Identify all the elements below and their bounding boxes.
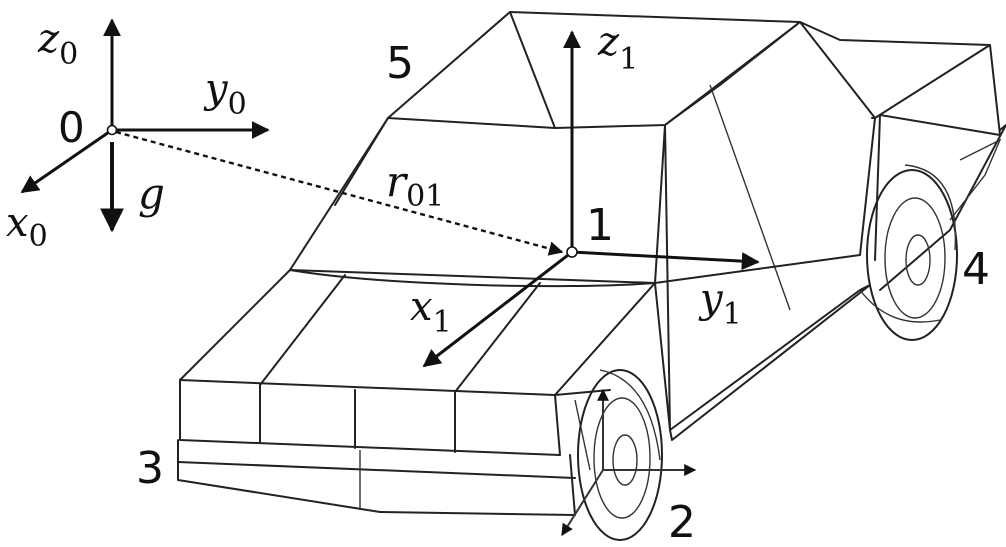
- part-label-front-wheel: 2: [668, 497, 696, 547]
- rear-wheel: [859, 164, 958, 341]
- x1-label: x1: [410, 284, 452, 340]
- body-frame: 1 z1 y1 x1: [410, 19, 760, 368]
- origin-0-label: 0: [58, 103, 85, 152]
- origin-0-point: [106, 124, 118, 136]
- y0-label: y0: [203, 66, 247, 122]
- z1-label: z1: [597, 19, 638, 77]
- front-face: [179, 379, 561, 456]
- origin-1-label: 1: [586, 200, 614, 251]
- r01-vector: [115, 130, 564, 256]
- car-body-wireframe: [177, 11, 1006, 516]
- z0-label: z0: [37, 16, 78, 72]
- gravity-label: g: [138, 169, 165, 218]
- part-label-rear-wheel: 4: [962, 244, 990, 295]
- front-bumper: [177, 439, 576, 516]
- part-label-roof: 5: [386, 38, 414, 89]
- x1-axis: [422, 250, 573, 368]
- origin-1-point: [566, 246, 578, 258]
- r01-label: r01: [386, 157, 444, 214]
- front-wheel-axes: [561, 388, 697, 537]
- windshield: [289, 117, 666, 284]
- x0-axis: [20, 128, 113, 194]
- part-label-front-bumper: 3: [136, 443, 164, 494]
- y1-label: y1: [698, 276, 742, 332]
- x0-label: x0: [6, 200, 48, 254]
- position-vector: r01: [115, 130, 564, 256]
- trunk: [799, 21, 1001, 136]
- global-frame: 0 z0 y0 x0 g: [6, 16, 270, 254]
- front-wheel: [577, 369, 663, 541]
- hood: [179, 269, 656, 396]
- y1-axis: [571, 250, 760, 271]
